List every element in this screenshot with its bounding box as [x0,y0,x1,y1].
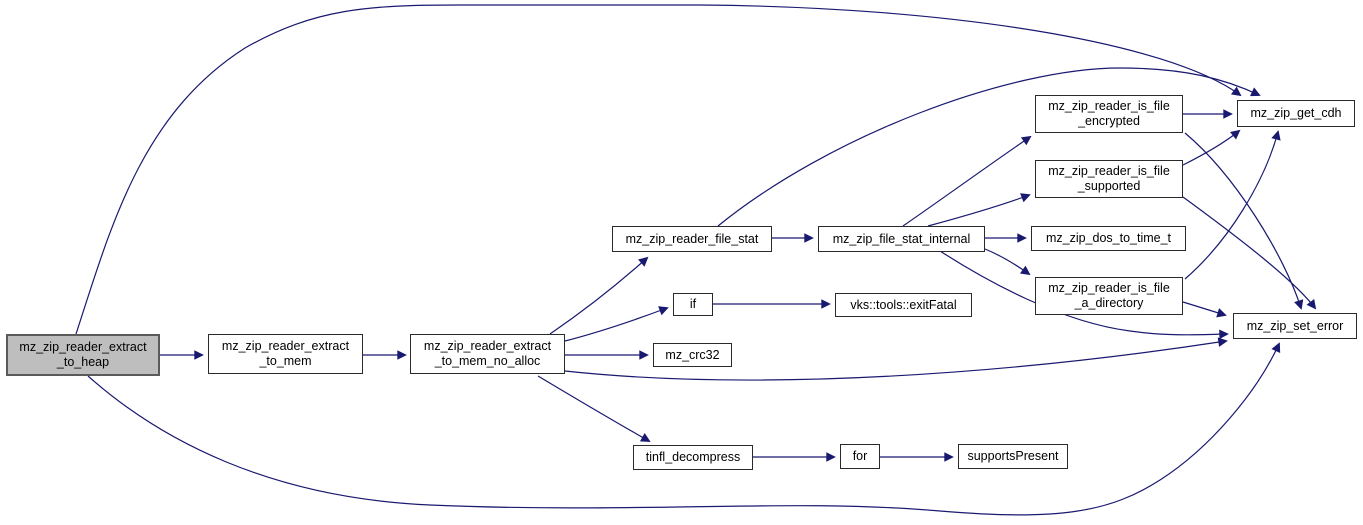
node-tinfl-decompress[interactable]: tinfl_decompress [633,445,753,470]
node-mz-crc32[interactable]: mz_crc32 [653,343,732,367]
node-mz-zip-reader-extract-to-mem[interactable]: mz_zip_reader_extract _to_mem [208,334,363,374]
edge-extract_to_mem_no_alloc-to-if [564,306,669,342]
node-mz-zip-get-cdh[interactable]: mz_zip_get_cdh [1237,100,1355,127]
edge-file_stat_internal-to-set_error [939,250,1229,340]
node-if[interactable]: if [673,293,713,316]
edge-is_file_supported-to-set_error [1182,196,1317,310]
node-mz-zip-reader-is-file-encrypted[interactable]: mz_zip_reader_is_file _encrypted [1035,95,1183,133]
node-mz-zip-file-stat-internal[interactable]: mz_zip_file_stat_internal [818,226,985,252]
node-mz-zip-reader-is-file-a-directory[interactable]: mz_zip_reader_is_file _a_directory [1035,277,1183,315]
node-for[interactable]: for [840,444,880,469]
node-vks-tools-exitfatal[interactable]: vks::tools::exitFatal [835,293,972,317]
node-supportspresent[interactable]: supportsPresent [958,444,1068,469]
edge-file_stat_internal-to-is_file_a_directory [984,248,1031,276]
edge-file_stat_internal-to-is_file_supported [927,193,1031,227]
edge-extract_to_mem_no_alloc-to-reader_file_stat [549,256,649,335]
edge-is_file_a_directory-to-get_cdh [1184,130,1281,280]
edge-file_stat_internal-to-is_file_encrypted [902,135,1032,227]
edge-reader_file_stat-to-get_cdh [717,67,1261,227]
edge-extract_to_heap-to-get_cdh [75,4,1242,335]
node-mz-zip-set-error[interactable]: mz_zip_set_error [1233,313,1357,339]
edge-is_file_encrypted-to-set_error [1184,132,1304,310]
node-mz-zip-reader-file-stat[interactable]: mz_zip_reader_file_stat [612,226,772,252]
edge-is_file_supported-to-get_cdh [1182,129,1241,166]
node-mz-zip-reader-extract-to-mem-no-alloc[interactable]: mz_zip_reader_extract _to_mem_no_alloc [410,334,565,374]
edge-is_file_a_directory-to-set_error [1182,301,1227,318]
edge-extract_to_mem_no_alloc-to-set_error [564,337,1228,381]
node-mz-zip-dos-to-time-t[interactable]: mz_zip_dos_to_time_t [1031,226,1186,251]
node-mz-zip-reader-is-file-supported[interactable]: mz_zip_reader_is_file _supported [1035,160,1183,198]
node-mz-zip-reader-extract-to-heap: mz_zip_reader_extract _to_heap [6,334,160,376]
edge-extract_to_mem_no_alloc-to-tinfl_decompress [537,375,651,442]
edge-extract_to_heap-to-set_error [87,342,1281,516]
